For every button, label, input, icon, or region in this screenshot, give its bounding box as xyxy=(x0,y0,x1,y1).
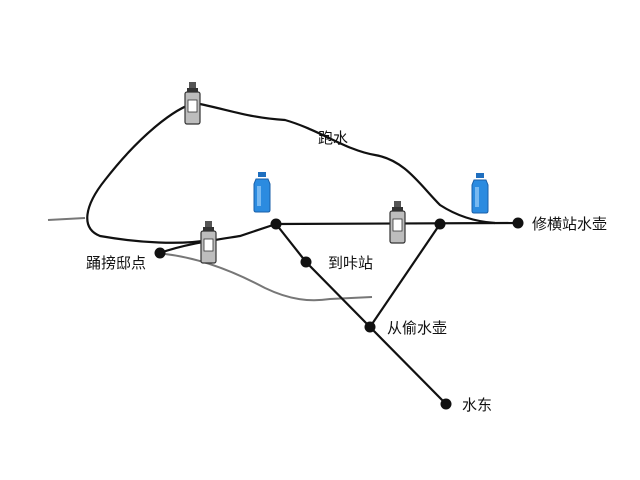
faint-path-left xyxy=(47,217,86,221)
label-east-end: 修横站水壶 xyxy=(532,215,607,233)
label-mid-station: 到咔站 xyxy=(328,254,373,272)
node-south-end xyxy=(440,398,452,410)
node-start xyxy=(154,247,166,259)
spray-bottle-icon xyxy=(200,221,217,264)
spray-bottle-icon xyxy=(184,82,201,125)
node-hub xyxy=(270,218,282,230)
node-east-end xyxy=(512,217,524,229)
route-east-to-junction xyxy=(369,223,441,328)
node-junction xyxy=(364,321,376,333)
route-hub-to-junction xyxy=(275,223,371,328)
spray-bottle-icon xyxy=(389,201,406,244)
label-junction: 从偷水壶 xyxy=(387,319,447,337)
label-path-top: 跑水 xyxy=(318,129,348,147)
route-junction-to-south xyxy=(369,326,447,405)
water-bottle-icon xyxy=(253,172,271,213)
label-south-end: 水东 xyxy=(462,396,492,414)
label-start-point: 踊搒邸点 xyxy=(86,254,146,272)
water-bottle-icon xyxy=(471,173,489,214)
loop-route xyxy=(86,101,496,244)
node-mid-station xyxy=(300,256,312,268)
route-start-to-hub xyxy=(159,222,277,255)
faint-path-lower xyxy=(164,253,373,302)
node-east-mid xyxy=(434,218,446,230)
